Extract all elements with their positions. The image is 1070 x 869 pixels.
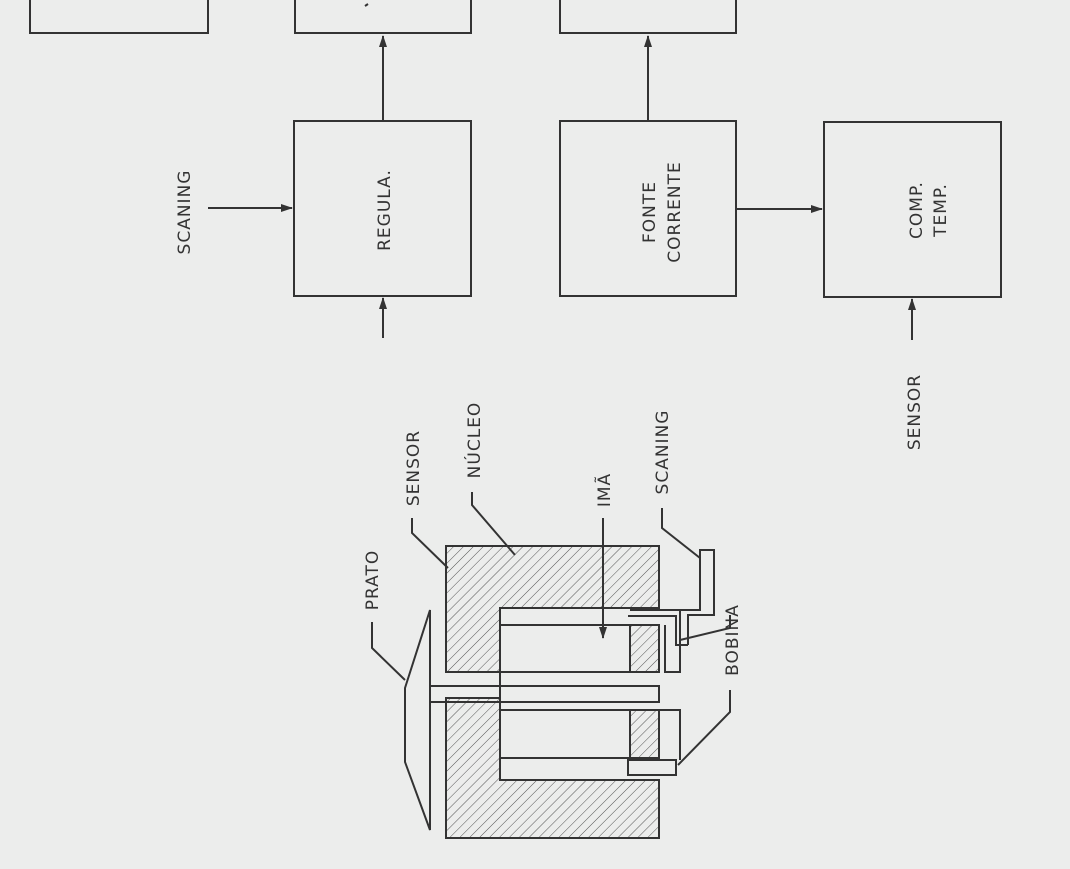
core-upper xyxy=(445,545,660,673)
partial-block-right xyxy=(559,0,737,34)
block-fonte-line2: CORRENTE xyxy=(665,161,685,262)
label-prato: PRATO xyxy=(363,550,383,610)
leader-nucleo xyxy=(471,492,516,556)
input-sensor-label: SENSOR xyxy=(905,374,925,450)
block-fonte-line1: FONTE xyxy=(640,181,660,243)
label-scaning: SCANING xyxy=(653,410,673,495)
leader-sensor xyxy=(411,518,449,569)
leader-prato xyxy=(371,622,406,681)
prato-shaft xyxy=(404,609,660,831)
coil-bracket-lower xyxy=(627,759,677,776)
coil-lower xyxy=(629,709,660,759)
label-bobina: BOBINA xyxy=(723,604,743,676)
coil-upper xyxy=(629,624,660,673)
label-sensor: SENSOR xyxy=(404,430,424,506)
input-scaning-label: SCANING xyxy=(175,170,195,255)
leader-scaning xyxy=(661,508,701,559)
partial-block-text-fragment xyxy=(364,3,369,7)
coil-bracket-lower-link xyxy=(659,709,681,760)
scaning-tab xyxy=(680,549,715,645)
partial-block-middle xyxy=(294,0,472,34)
leader-bobina-top xyxy=(679,615,731,641)
coil-bracket-upper xyxy=(630,609,681,673)
block-comp-temp xyxy=(823,121,1002,298)
block-comp-line1: COMP. xyxy=(907,181,927,239)
leader-bobina-bottom xyxy=(677,690,731,766)
block-comp-line2: TEMP. xyxy=(931,183,951,238)
magnet-upper xyxy=(499,624,631,673)
label-nucleo: NÚCLEO xyxy=(463,402,485,479)
label-ima: IMÃ xyxy=(593,473,615,507)
partial-block-left xyxy=(29,0,209,34)
block-regula-label: REGULA. xyxy=(375,169,395,251)
magnet-lower xyxy=(499,709,631,759)
coil-bracket-upper-inner xyxy=(628,615,688,646)
